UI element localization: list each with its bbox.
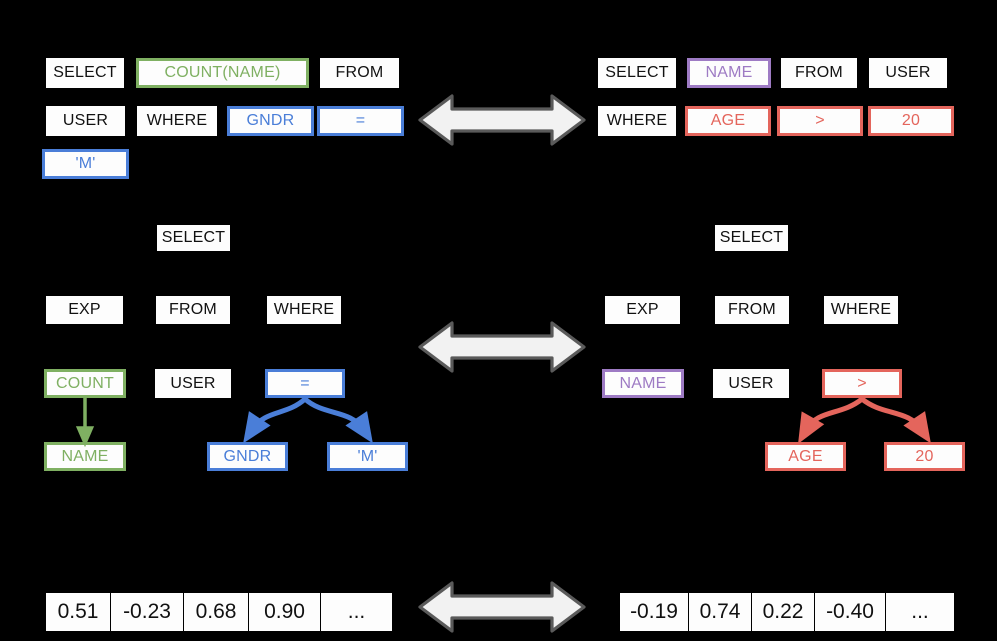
left-token-0: SELECT: [46, 58, 124, 88]
r-where: WHERE: [824, 296, 898, 324]
right-token-6: >: [777, 106, 863, 136]
left-vector-cell-1: -0.23: [111, 593, 183, 631]
left-vector-cell-2: 0.68: [184, 593, 248, 631]
left-token-4: WHERE: [137, 106, 217, 136]
left-vector-cell-0: 0.51: [46, 593, 110, 631]
right-token-1: NAME: [687, 58, 771, 88]
right-token-4: WHERE: [598, 106, 676, 136]
left-vector-cell-3: 0.90: [249, 593, 320, 631]
arrow-vector: [418, 581, 586, 633]
r-user: USER: [713, 369, 789, 398]
l-eq: =: [265, 369, 345, 398]
edge-eq-to-gndr: [243, 396, 308, 444]
r-20: 20: [884, 442, 965, 471]
left-token-6: =: [317, 106, 404, 136]
right-vector-cell-0: -0.19: [620, 593, 688, 631]
l-m: 'M': [327, 442, 408, 471]
edge-eq-to-literal: [302, 396, 373, 444]
left-token-1: COUNT(NAME): [136, 58, 309, 88]
r-age: AGE: [765, 442, 846, 471]
right-vector-cell-2: 0.22: [752, 593, 814, 631]
l-gndr: GNDR: [207, 442, 288, 471]
left-token-3: USER: [46, 106, 125, 136]
right-token-2: FROM: [781, 58, 857, 88]
edge-gt-to-literal: [859, 396, 931, 444]
right-token-3: USER: [869, 58, 947, 88]
l-name: NAME: [44, 442, 126, 471]
r-exp: EXP: [605, 296, 680, 324]
right-token-7: 20: [868, 106, 954, 136]
r-select: SELECT: [715, 225, 788, 251]
right-vector-cell-1: 0.74: [689, 593, 751, 631]
l-select: SELECT: [157, 225, 230, 251]
right-vector-cell-4: ...: [886, 593, 954, 631]
l-user: USER: [155, 369, 231, 398]
left-vector-cell-4: ...: [321, 593, 392, 631]
l-exp: EXP: [46, 296, 123, 324]
l-from: FROM: [156, 296, 230, 324]
right-vector-cell-3: -0.40: [815, 593, 885, 631]
arrow-tree: [418, 321, 586, 373]
r-from: FROM: [715, 296, 789, 324]
left-token-2: FROM: [320, 58, 399, 88]
right-token-0: SELECT: [598, 58, 676, 88]
right-token-5: AGE: [685, 106, 771, 136]
r-name: NAME: [602, 369, 684, 398]
arrow-query: [418, 94, 586, 146]
left-token-5: GNDR: [227, 106, 314, 136]
edge-gt-to-age: [798, 396, 865, 444]
r-gt: >: [822, 369, 902, 398]
left-token-7: 'M': [42, 149, 129, 179]
l-where: WHERE: [267, 296, 341, 324]
l-count: COUNT: [44, 369, 126, 398]
